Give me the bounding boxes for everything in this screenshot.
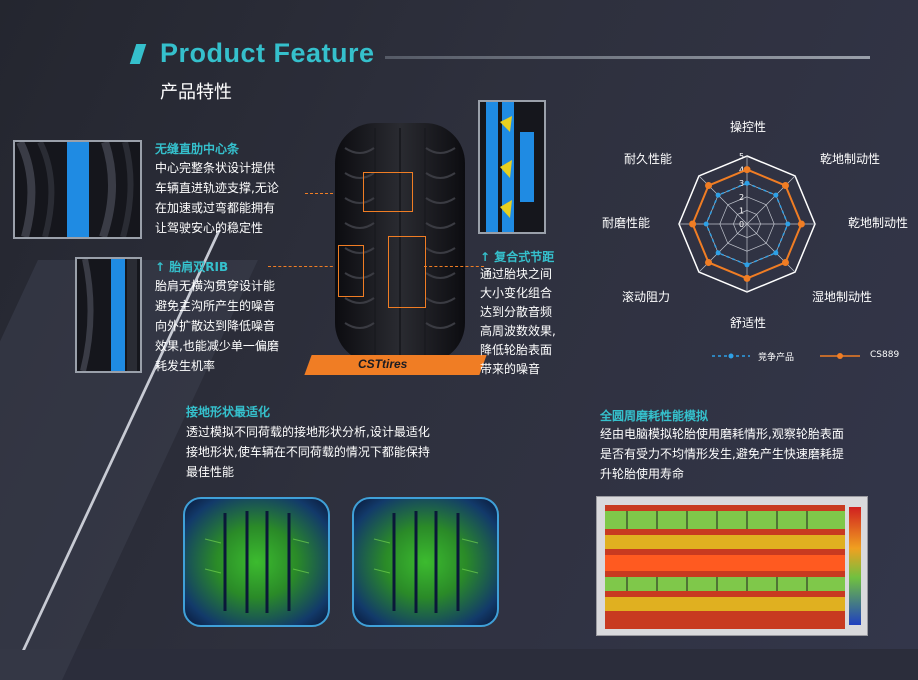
text-line: 带来的噪音 bbox=[480, 362, 541, 376]
text-line: 接地形状,使车辆在不同荷载的情况下都能保持 bbox=[186, 445, 430, 459]
radar-point bbox=[797, 220, 805, 228]
tread-pattern-graphic bbox=[15, 142, 140, 237]
text-line: 经由电脑模拟轮胎使用磨耗情形,观察轮胎表面 bbox=[600, 427, 844, 441]
text-line: 耗发生机率 bbox=[155, 359, 216, 373]
tread-pattern-graphic bbox=[480, 102, 544, 232]
text-line: 透过模拟不同荷载的接地形状分析,设计最适化 bbox=[186, 425, 430, 439]
feature-seamless-rib-body: 中心完整条状设计提供 车辆直进轨迹支撑,无论 在加速或过弯都能拥有 让驾驶安心的… bbox=[155, 158, 325, 238]
text-line: 向外扩散达到降低噪音 bbox=[155, 319, 276, 333]
legend-label-competitor: 竞争产品 bbox=[758, 353, 795, 363]
title-divider bbox=[385, 56, 870, 59]
footprint-heatmap-1 bbox=[183, 497, 330, 627]
radar-tick-label: 3 bbox=[739, 179, 744, 188]
radar-point bbox=[773, 250, 779, 256]
tire-highlight-pitch bbox=[388, 236, 426, 308]
radar-point bbox=[705, 258, 713, 266]
feature-shoulder-rib-title: ↑ 胎肩双RIB bbox=[155, 260, 229, 274]
radar-point bbox=[715, 250, 721, 256]
text-line: 通过胎块之间 bbox=[480, 267, 553, 281]
feature-seamless-rib-title: 无缝直肋中心条 bbox=[155, 142, 240, 156]
callout-line-shoulder-rib bbox=[268, 266, 338, 267]
radar-point bbox=[703, 221, 709, 227]
feature-wear-sim-body: 经由电脑模拟轮胎使用磨耗情形,观察轮胎表面 是否有受力不均情形发生,避免产生快速… bbox=[600, 424, 900, 484]
radar-point bbox=[705, 182, 713, 190]
radar-chart: 0 1 2 3 4 5 操控性 乾地制动性 乾地制动性 湿地制动性 舒适性 滚动阻力 耐磨… bbox=[580, 110, 915, 380]
brand-label: CSTtires bbox=[358, 357, 408, 371]
radar-tick-label: 5 bbox=[739, 152, 744, 161]
feature-pitch-title: ↑ 复合式节距 bbox=[480, 250, 555, 264]
radar-axis-label: 乾地制动性 bbox=[820, 152, 881, 166]
feature-footprint-title: 接地形状最适化 bbox=[186, 405, 271, 419]
radar-axis-label: 耐磨性能 bbox=[602, 216, 651, 230]
radar-point bbox=[715, 192, 721, 198]
radar-axis-label: 湿地制动性 bbox=[812, 290, 873, 304]
center-rib-tread-image bbox=[13, 140, 142, 239]
text-line: 大小变化组合 bbox=[480, 286, 553, 300]
footprint-pattern bbox=[204, 511, 310, 613]
shoulder-rib-tread-image bbox=[75, 257, 142, 373]
radar-tick-label: 2 bbox=[739, 193, 744, 202]
radar-tick-label: 4 bbox=[739, 166, 744, 175]
tire-graphic bbox=[335, 123, 465, 363]
text-line: 升轮胎使用寿命 bbox=[600, 467, 685, 481]
legend: 竞争产品 CS889 bbox=[710, 348, 910, 364]
tire-highlight-shoulder bbox=[338, 245, 364, 297]
text-line: 高周波数效果, bbox=[480, 324, 556, 338]
text-line: 是否有受力不均情形发生,避免产生快速磨耗提 bbox=[600, 447, 844, 461]
tire-image bbox=[330, 118, 470, 373]
radar-axis-label: 舒适性 bbox=[730, 316, 767, 330]
page-subtitle: 产品特性 bbox=[160, 82, 232, 103]
feature-pitch-body: 通过胎块之间 大小变化组合 达到分散音频 高周波数效果, 降低轮胎表面 带来的噪… bbox=[480, 265, 580, 379]
text-line: 最佳性能 bbox=[186, 465, 235, 479]
radar-tick-label: 0 bbox=[739, 220, 744, 229]
radar-point bbox=[773, 192, 779, 198]
text-line: 中心完整条状设计提供 bbox=[155, 161, 276, 175]
tread-pattern-graphic bbox=[77, 259, 140, 371]
text-line: 在加速或过弯都能拥有 bbox=[155, 201, 276, 215]
text-line: 达到分散音频 bbox=[480, 305, 553, 319]
page-title: Product Feature bbox=[160, 38, 375, 68]
text-line: 降低轮胎表面 bbox=[480, 343, 553, 357]
radar-point bbox=[781, 182, 789, 190]
legend-swatches bbox=[712, 353, 860, 359]
pitch-tread-image bbox=[478, 100, 546, 234]
radar-chart-svg: 0 1 2 3 4 5 bbox=[678, 152, 816, 293]
legend-label-cs889: CS889 bbox=[870, 350, 900, 360]
radar-axis-label: 滚动阻力 bbox=[622, 290, 671, 304]
radar-point bbox=[689, 220, 697, 228]
radar-axis-label: 乾地制动性 bbox=[848, 216, 909, 230]
feature-wear-sim-title: 全圆周磨耗性能模拟 bbox=[600, 409, 709, 423]
feature-footprint-body: 透过模拟不同荷载的接地形状分析,设计最适化 接地形状,使车辆在不同荷载的情况下都… bbox=[186, 422, 506, 482]
radar-tick-label: 1 bbox=[739, 206, 744, 215]
radar-point bbox=[744, 262, 750, 268]
wear-simulation-graphic bbox=[605, 505, 861, 629]
radar-point bbox=[744, 180, 750, 186]
text-line: 效果,也能减少单一偏磨 bbox=[155, 339, 279, 353]
callout-line-pitch bbox=[424, 266, 484, 267]
footprint-pattern bbox=[373, 511, 479, 613]
feature-shoulder-rib-body: 胎肩无横沟贯穿设计能 避免主沟所产生的噪音 向外扩散达到降低噪音 效果,也能减少… bbox=[155, 276, 315, 376]
footprint-heatmap-2 bbox=[352, 497, 499, 627]
radar-point bbox=[743, 166, 751, 174]
text-line: 车辆直进轨迹支撑,无论 bbox=[155, 181, 279, 195]
radar-point bbox=[785, 221, 791, 227]
tire-highlight-center bbox=[363, 172, 413, 212]
wear-simulation-image bbox=[596, 496, 868, 636]
radar-point bbox=[781, 258, 789, 266]
text-line: 让驾驶安心的稳定性 bbox=[155, 221, 264, 235]
text-line: 避免主沟所产生的噪音 bbox=[155, 299, 276, 313]
radar-axis-label: 耐久性能 bbox=[624, 152, 673, 166]
radar-point bbox=[743, 274, 751, 282]
callout-line-center-rib bbox=[305, 193, 363, 194]
text-line: 胎肩无横沟贯穿设计能 bbox=[155, 279, 276, 293]
radar-axis-label: 操控性 bbox=[730, 120, 767, 134]
